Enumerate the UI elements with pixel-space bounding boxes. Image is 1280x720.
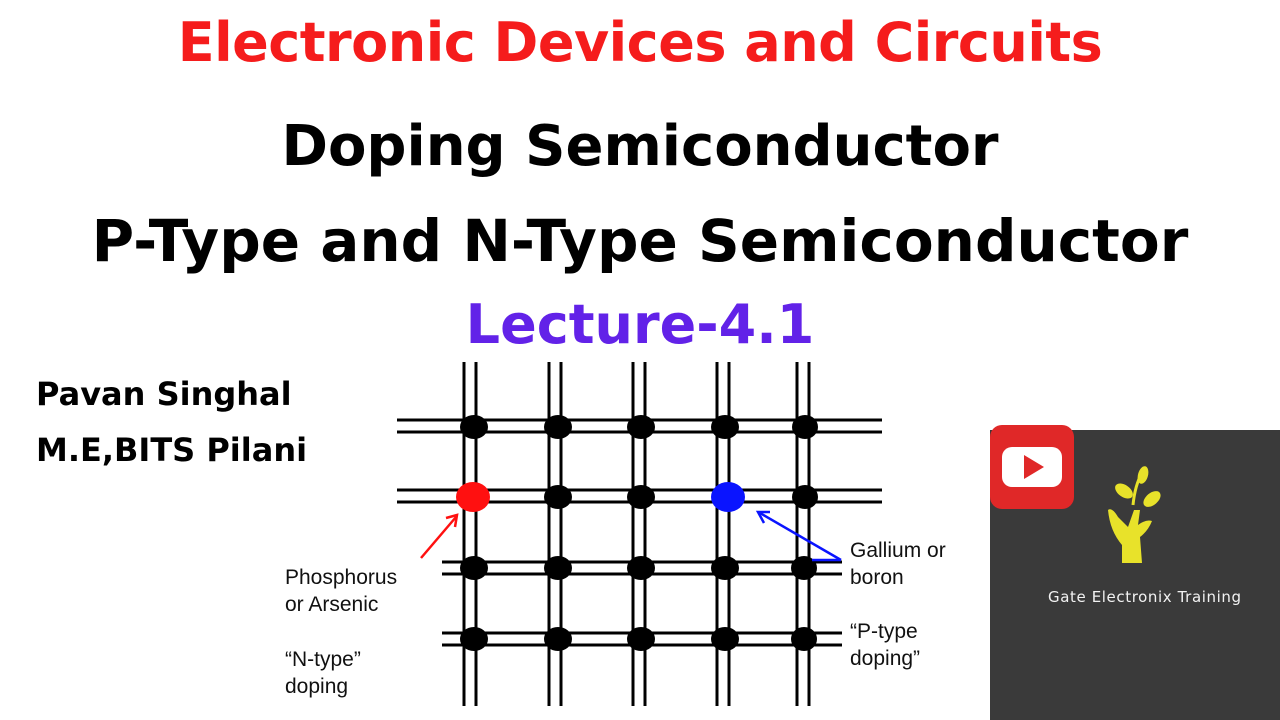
acceptor-label-line2: boron <box>850 566 904 589</box>
n-type-label-line1: “N-type” <box>285 648 361 671</box>
youtube-icon[interactable] <box>990 425 1074 509</box>
topic-subtitle: P-Type and N-Type Semiconductor <box>91 207 1189 275</box>
course-title: Electronic Devices and Circuits <box>177 11 1103 74</box>
lattice-bonds <box>397 362 882 706</box>
donor-atom <box>456 482 490 512</box>
author-credentials: M.E,BITS Pilani <box>36 431 308 469</box>
play-icon <box>1024 455 1044 479</box>
topic-title: Doping Semiconductor <box>281 114 999 179</box>
silicon-atoms <box>460 415 818 651</box>
donor-arrow-icon <box>420 513 459 559</box>
p-type-label-line2: doping” <box>850 647 921 670</box>
brand-name: Gate Electronix Training <box>1048 588 1242 606</box>
lecture-number: Lecture-4.1 <box>465 293 815 356</box>
acceptor-label-line1: Gallium or <box>850 539 946 562</box>
acceptor-arrow-icon <box>755 510 842 562</box>
donor-label-line1: Phosphorus <box>285 566 398 589</box>
p-type-label-line1: “P-type <box>850 620 918 643</box>
hand-plant-icon <box>1108 466 1161 563</box>
author-name: Pavan Singhal <box>36 375 292 413</box>
acceptor-atom <box>711 482 745 512</box>
n-type-label-line2: doping <box>285 675 349 698</box>
donor-label-line2: or Arsenic <box>285 593 379 616</box>
